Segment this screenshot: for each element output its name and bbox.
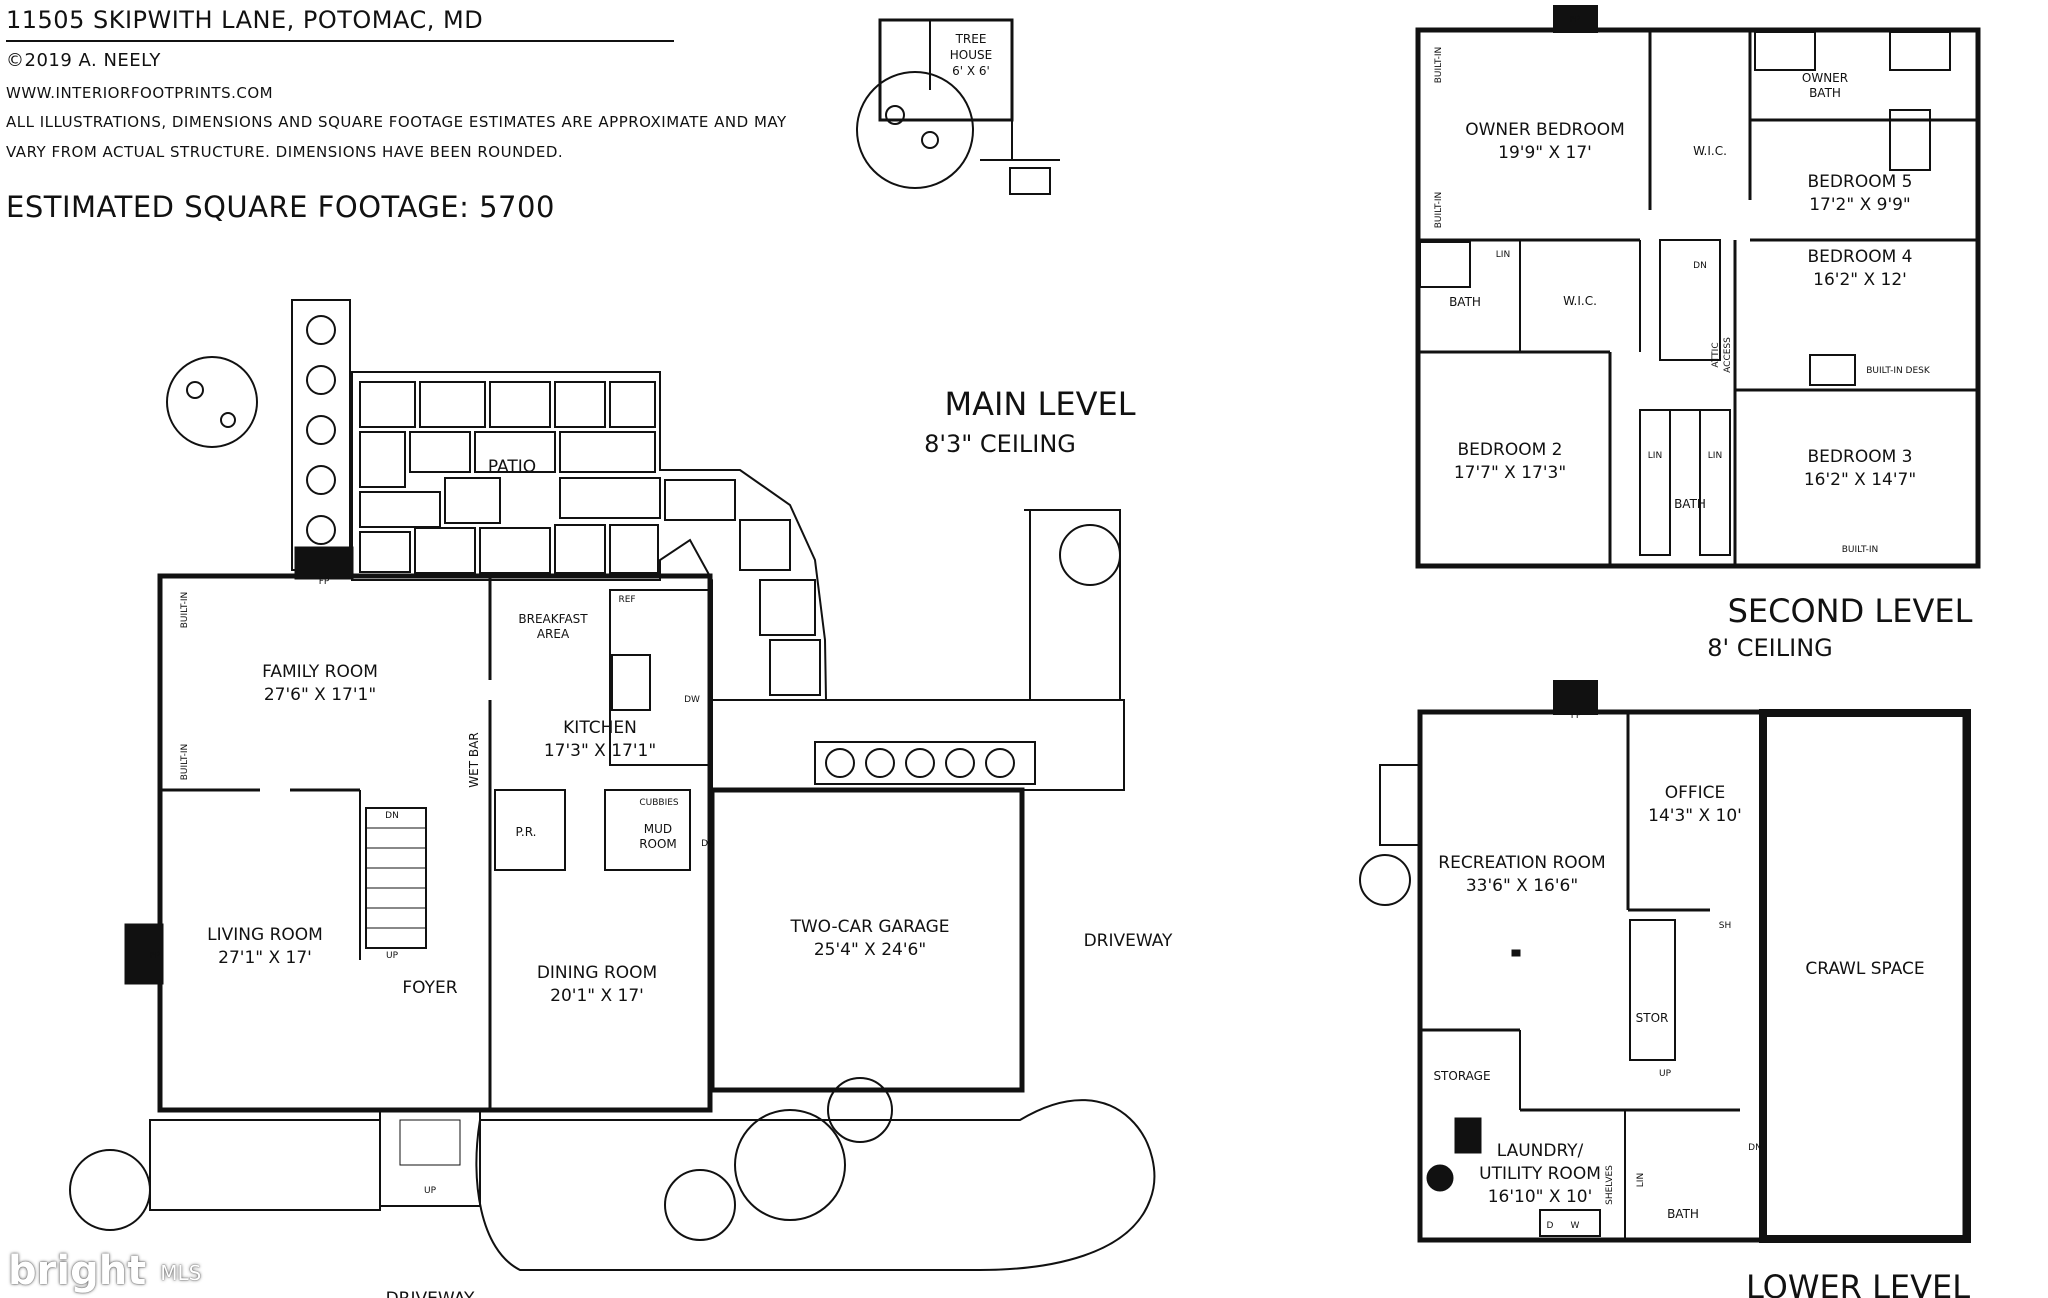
attic-label-1: ATTIC: [1711, 342, 1721, 367]
front-steps-up-label: UP: [424, 1186, 437, 1196]
disclaimer: ALL ILLUSTRATIONS, DIMENSIONS AND SQUARE…: [6, 113, 787, 161]
fp-family-label: FP: [319, 577, 330, 587]
watermark-brand: bright: [8, 1248, 147, 1294]
dryer-label: D: [1547, 1221, 1554, 1231]
garage-dims: 25'4" X 24'6": [814, 940, 926, 960]
bedroom3-name: BEDROOM 3: [1808, 447, 1913, 467]
built-in-label-2: BUILT-IN: [180, 744, 190, 781]
second-fp-label: FP: [1570, 15, 1581, 25]
kitchen-dims: 17'3" X 17'1": [544, 741, 656, 761]
fp-living-label: FP: [150, 951, 161, 961]
bedroom5-dims: 17'2" X 9'9": [1809, 195, 1911, 215]
main-level-title: MAIN LEVEL: [944, 385, 1135, 423]
dining-room-name: DINING ROOM: [537, 963, 657, 983]
stairs-up-label: UP: [386, 951, 399, 961]
family-room-dims: 27'6" X 17'1": [264, 685, 376, 705]
title-underline: [6, 40, 674, 42]
second-level: [1415, 5, 1981, 569]
patio: [351, 371, 828, 701]
lower-level-title: LOWER LEVEL: [1746, 1268, 1970, 1298]
mud-room-dn-label: DN: [701, 839, 715, 849]
laundry-name-2: UTILITY ROOM: [1479, 1164, 1601, 1184]
bedroom2-name: BEDROOM 2: [1458, 440, 1563, 460]
powder-room-label: P.R.: [516, 825, 537, 839]
copyright: ©2019 A. NEELY: [6, 50, 161, 71]
living-room-dims: 27'1" X 17': [218, 948, 312, 968]
second-level-ceiling: 8' CEILING: [1707, 634, 1833, 662]
address-title: 11505 SKIPWITH LANE, POTOMAC, MD: [6, 6, 484, 34]
tree-house-dims: 6' X 6': [952, 64, 990, 78]
breakfast-label-1: BREAKFAST: [518, 612, 588, 626]
washer-label: W: [1571, 1221, 1580, 1231]
recreation-room-dims: 33'6" X 16'6": [1466, 876, 1578, 896]
laundry-dims: 16'10" X 10': [1488, 1187, 1593, 1207]
owner-bedroom-name: OWNER BEDROOM: [1465, 120, 1625, 140]
bright-mls-watermark: bright MLS: [8, 1248, 201, 1294]
website: WWW.INTERIORFOOTPRINTS.COM: [6, 84, 274, 102]
breakfast-label-2: AREA: [537, 627, 570, 641]
lower-bath-label: BATH: [1667, 1207, 1699, 1221]
garage-name: TWO-CAR GARAGE: [789, 917, 949, 937]
mud-room-label-2: ROOM: [639, 837, 677, 851]
stairs-dn-label: DN: [385, 811, 399, 821]
bedroom5-name: BEDROOM 5: [1808, 172, 1913, 192]
main-level: [69, 18, 1156, 1271]
wic-2-label: W.I.C.: [1563, 294, 1597, 308]
wet-bar-label: WET BAR: [467, 732, 481, 787]
bedroom2-dims: 17'7" X 17'3": [1454, 463, 1566, 483]
family-room-name: FAMILY ROOM: [262, 662, 378, 682]
stor-label: STOR: [1636, 1011, 1669, 1025]
owner-bath-label-2: BATH: [1809, 86, 1841, 100]
bedroom4-dims: 16'2" X 12': [1813, 270, 1907, 290]
sh-label: SH: [1719, 921, 1731, 931]
tree-house-label-2: HOUSE: [950, 48, 992, 62]
foyer-label: FOYER: [402, 978, 457, 998]
attic-label-2: ACCESS: [1723, 337, 1733, 373]
lower-level: [1359, 680, 1971, 1243]
lin-1-label: LIN: [1496, 250, 1510, 260]
lin-3-label: LIN: [1708, 451, 1722, 461]
owner-bedroom-dims: 19'9" X 17': [1498, 143, 1592, 163]
main-level-ceiling: 8'3" CEILING: [924, 430, 1076, 458]
second-dn-label: DN: [1693, 261, 1707, 271]
lower-lin-label: LIN: [1636, 1173, 1646, 1187]
wic-1-label: W.I.C.: [1693, 144, 1727, 158]
built-in-label-1: BUILT-IN: [180, 592, 190, 629]
driveway-front-label: DRIVEWAY: [386, 1289, 475, 1298]
kitchen-name: KITCHEN: [563, 718, 637, 738]
office-name: OFFICE: [1665, 783, 1726, 803]
living-room-name: LIVING ROOM: [207, 925, 323, 945]
square-footage: ESTIMATED SQUARE FOOTAGE: 5700: [6, 190, 555, 224]
lin-2-label: LIN: [1648, 451, 1662, 461]
storage-label: STORAGE: [1433, 1069, 1490, 1083]
cubbies-label: CUBBIES: [639, 798, 679, 808]
bedroom3-dims: 16'2" X 14'7": [1804, 470, 1916, 490]
bedroom4-name: BEDROOM 4: [1808, 247, 1913, 267]
owner-bath-label-1: OWNER: [1802, 71, 1848, 85]
bath-left-label: BATH: [1449, 295, 1481, 309]
laundry-name-1: LAUNDRY/: [1497, 1141, 1584, 1161]
patio-label: PATIO: [488, 457, 536, 477]
shelves-label: SHELVES: [1605, 1165, 1615, 1205]
lower-fp-label: FP: [1571, 711, 1582, 721]
driveway-side-label: DRIVEWAY: [1084, 931, 1173, 951]
mud-room-label-1: MUD: [644, 822, 672, 836]
office-dims: 14'3" X 10': [1648, 806, 1742, 826]
dining-room-dims: 20'1" X 17': [550, 986, 644, 1006]
recreation-room-name: RECREATION ROOM: [1438, 853, 1605, 873]
built-in-left-label-1: BUILT-IN: [1434, 47, 1444, 84]
second-level-title: SECOND LEVEL: [1728, 592, 1973, 630]
crawl-space-label: CRAWL SPACE: [1805, 959, 1924, 979]
dw-label: DW: [684, 695, 700, 705]
ref-label: REF: [618, 595, 635, 605]
lower-dn-label: DN: [1748, 1143, 1762, 1153]
built-in-bottom-label: BUILT-IN: [1842, 545, 1879, 555]
watermark-suffix: MLS: [160, 1261, 202, 1285]
lower-up-label: UP: [1659, 1069, 1672, 1079]
built-in-desk-label: BUILT-IN DESK: [1866, 366, 1931, 376]
built-in-left-label-2: BUILT-IN: [1434, 192, 1444, 229]
tree-house-label-1: TREE: [955, 32, 987, 46]
bath-mid-label: BATH: [1674, 497, 1706, 511]
